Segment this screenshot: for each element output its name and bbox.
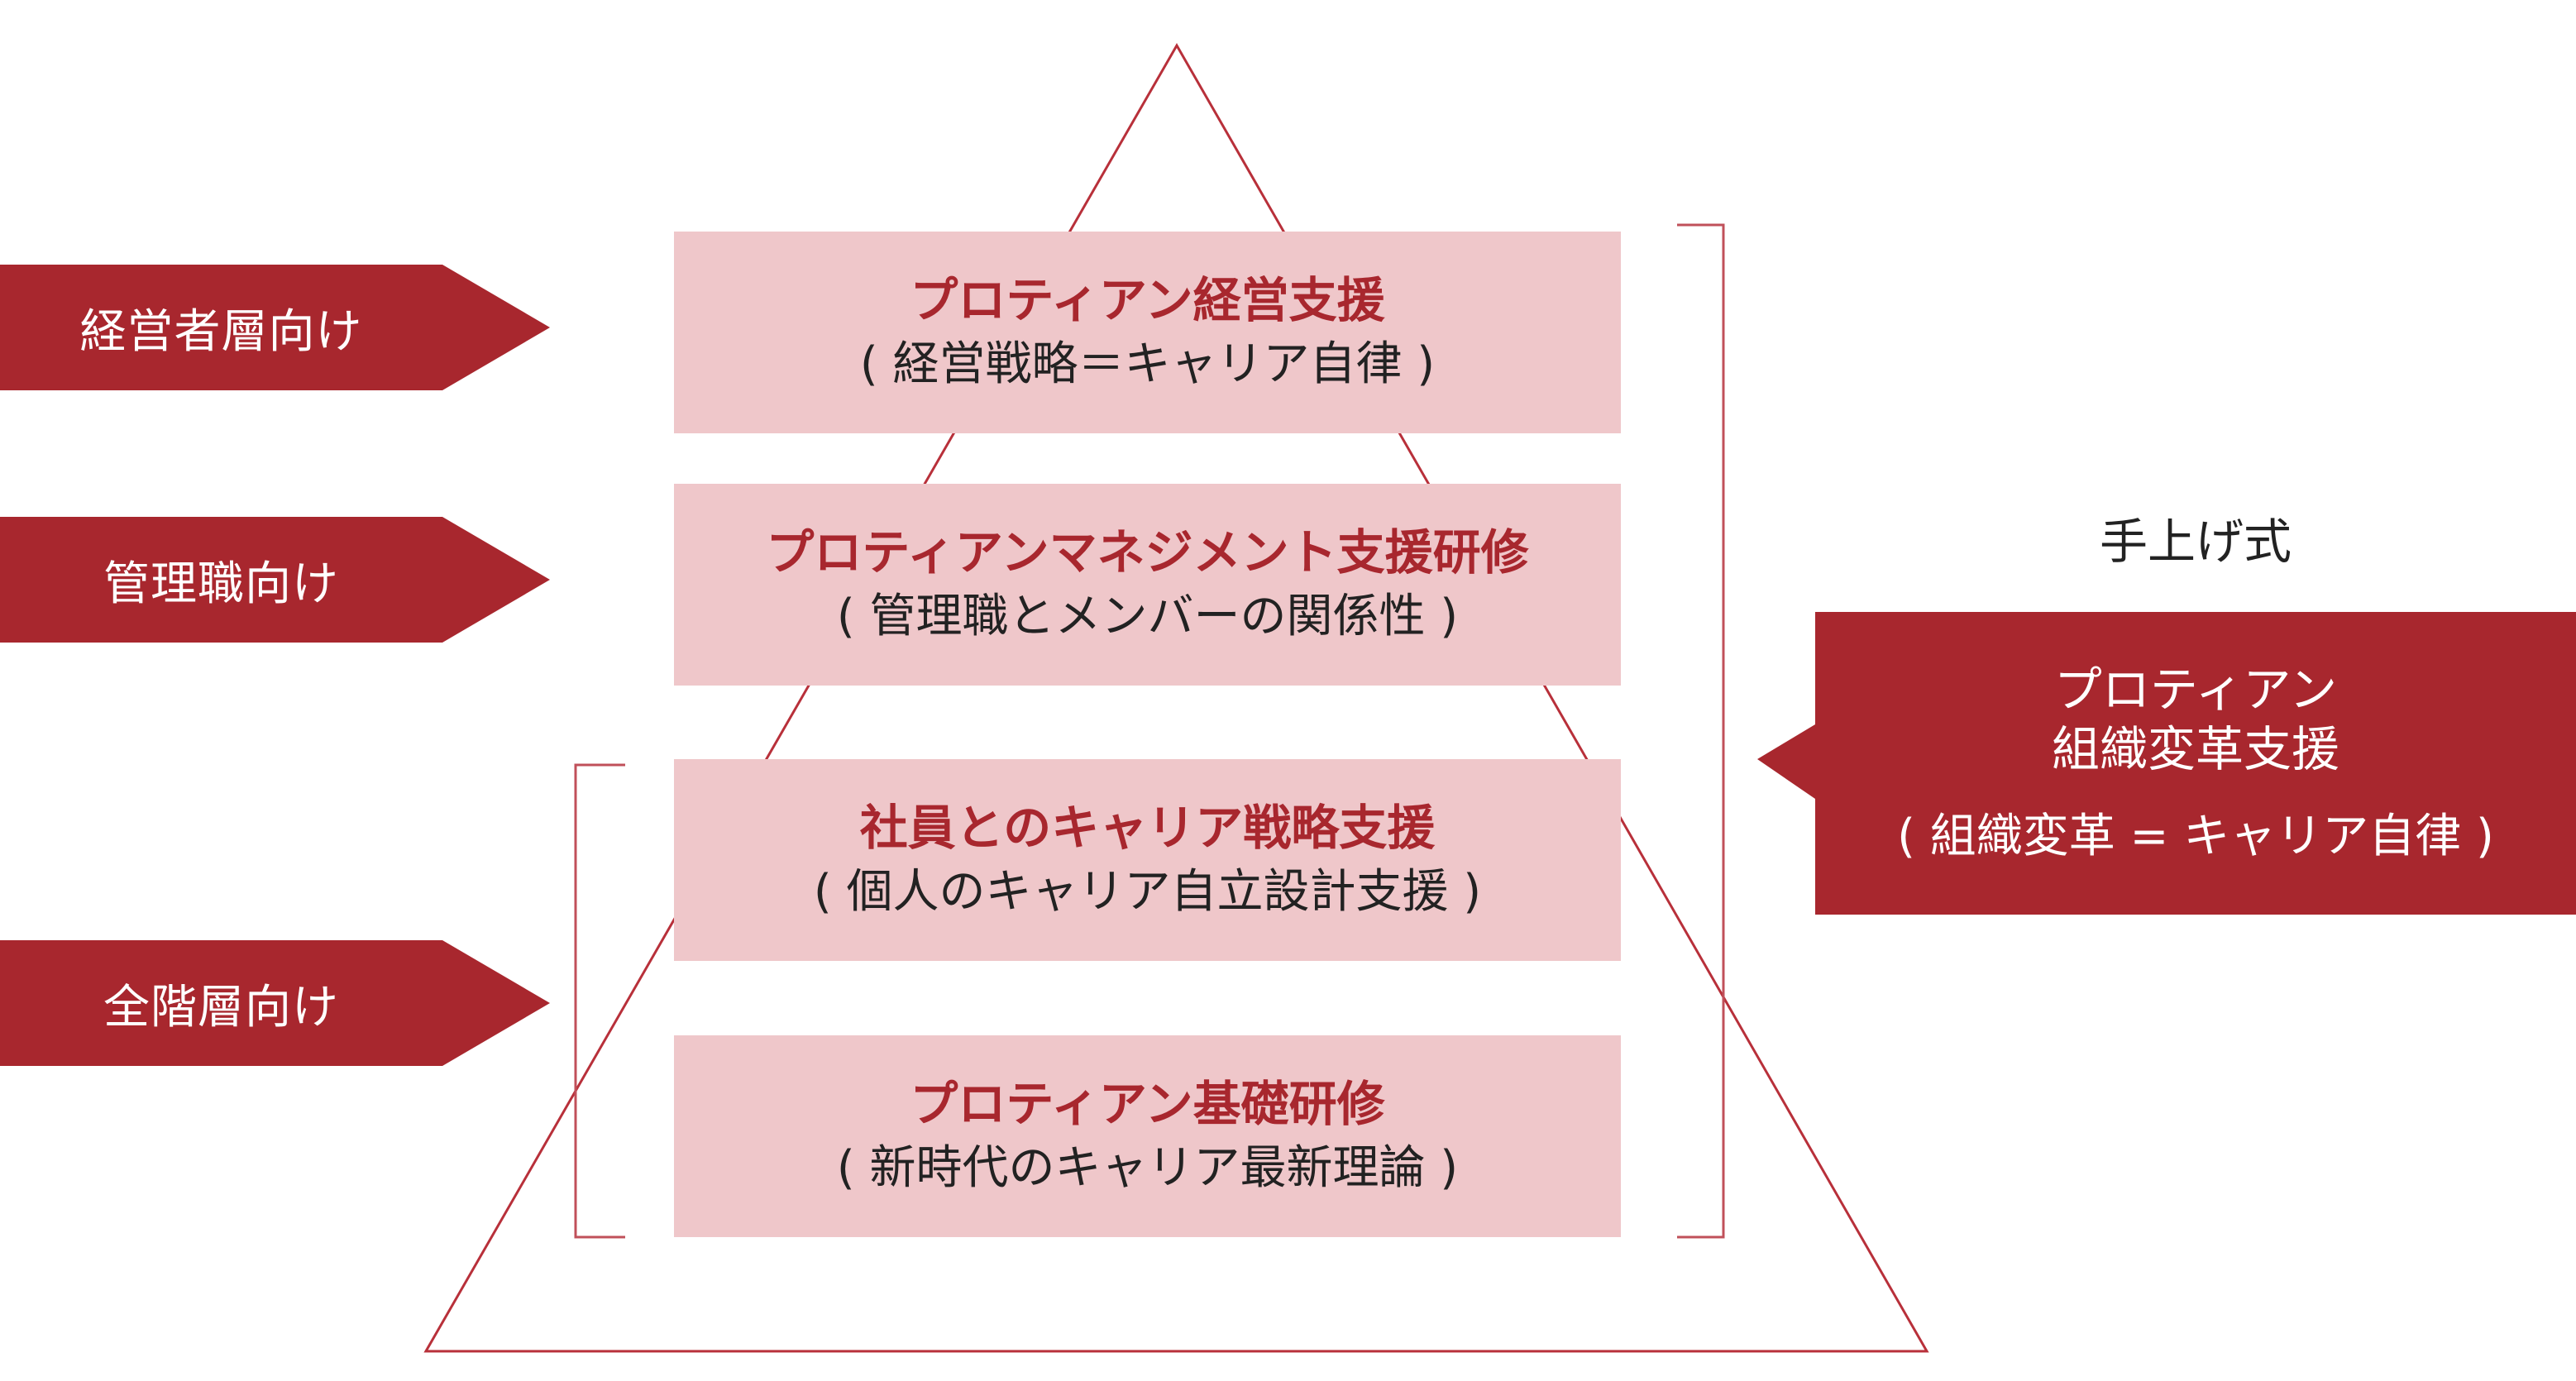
tier-title: 社員とのキャリア戦略支援 (859, 800, 1436, 856)
audience-tag-label: 管理職向け (103, 557, 339, 611)
tier-executive-support: プロティアン経営支援 ( 経営戦略＝キャリア自律 ) (674, 232, 1621, 433)
tier-basic-training: プロティアン基礎研修 ( 新時代のキャリア最新理論 ) (674, 1035, 1621, 1237)
tier-subtitle: ( 個人のキャリア自立設計支援 ) (813, 865, 1482, 919)
audience-tag-executives: 経営者層向け (0, 265, 550, 390)
pyramid-outline (423, 42, 1929, 1353)
tier-subtitle: ( 管理職とメンバーの関係性 ) (836, 590, 1459, 643)
audience-tag-all-levels: 全階層向け (0, 940, 550, 1066)
callout-box: プロティアン 組織変革支援 ( 組織変革 = キャリア自律 ) (1757, 612, 2576, 915)
tier-employee-career-strategy: 社員とのキャリア戦略支援 ( 個人のキャリア自立設計支援 ) (674, 759, 1621, 961)
left-bracket (574, 763, 625, 1239)
tier-title: プロティアン経営支援 (910, 272, 1385, 328)
right-bracket (1677, 223, 1725, 1239)
audience-tag-managers: 管理職向け (0, 517, 550, 643)
audience-tag-label: 経営者層向け (79, 304, 363, 359)
tier-subtitle: ( 新時代のキャリア最新理論 ) (836, 1141, 1459, 1195)
tier-title: プロティアンマネジメント支援研修 (766, 524, 1529, 581)
callout-title-line1: プロティアン (2053, 662, 2338, 718)
tier-management-training: プロティアンマネジメント支援研修 ( 管理職とメンバーの関係性 ) (674, 484, 1621, 686)
callout-subtitle: ( 組織変革 = キャリア自律 ) (1897, 810, 2494, 863)
audience-tag-label: 全階層向け (103, 980, 339, 1035)
callout-content: プロティアン 組織変革支援 ( 組織変革 = キャリア自律 ) (1815, 612, 2576, 915)
tier-title: プロティアン基礎研修 (910, 1076, 1385, 1132)
callout-label: 手上げ式 (2099, 514, 2292, 570)
tier-subtitle: ( 経営戦略＝キャリア自律 ) (859, 337, 1436, 391)
callout-title-line2: 組織変革支援 (2051, 721, 2339, 777)
